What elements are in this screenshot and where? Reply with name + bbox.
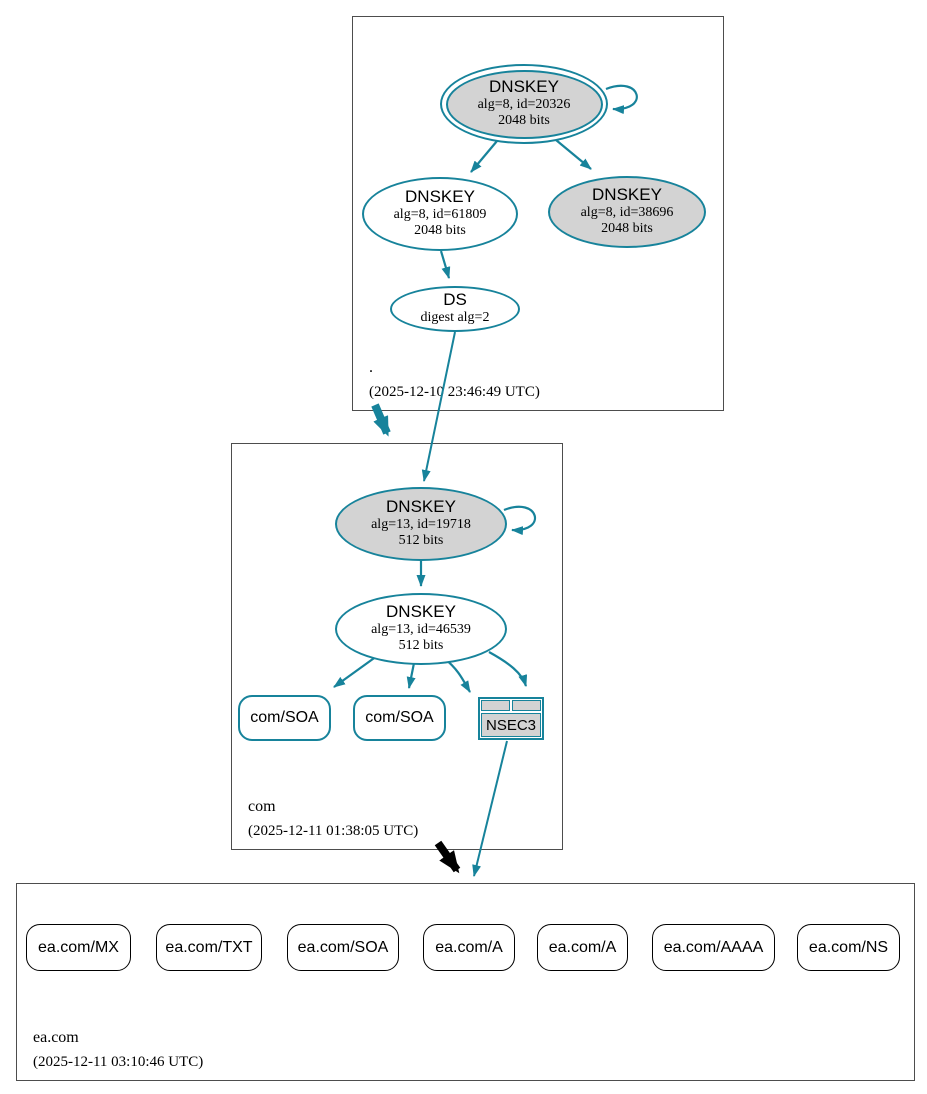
node-ea-com-aaaa[interactable]: ea.com/AAAA <box>652 924 775 971</box>
node-ea-com-a-1[interactable]: ea.com/A <box>423 924 515 971</box>
node-com-dnskey-zsk[interactable]: DNSKEY alg=13, id=46539 512 bits <box>335 593 507 665</box>
node-ea-com-a-2[interactable]: ea.com/A <box>537 924 628 971</box>
node-alg-id: alg=13, id=19718 <box>371 516 471 532</box>
zone-timestamp-ea-com: (2025-12-11 03:10:46 UTC) <box>33 1054 204 1070</box>
node-root-ds-body: DS digest alg=2 <box>392 288 518 330</box>
zone-box-com: com (2025-12-11 01:38:05 UTC) <box>231 443 563 850</box>
node-com-dnskey-ksk-body: DNSKEY alg=13, id=19718 512 bits <box>337 489 505 559</box>
node-label: ea.com/AAAA <box>663 938 764 956</box>
node-com-dnskey-zsk-body: DNSKEY alg=13, id=46539 512 bits <box>337 595 505 663</box>
node-label: ea.com/MX <box>38 938 119 956</box>
node-title: DS <box>443 290 467 310</box>
node-alg-id: alg=8, id=61809 <box>393 206 487 222</box>
node-alg-id: alg=8, id=20326 <box>477 96 571 112</box>
node-bits: 2048 bits <box>414 223 466 239</box>
node-root-ds[interactable]: DS digest alg=2 <box>390 286 520 332</box>
node-com-dnskey-ksk[interactable]: DNSKEY alg=13, id=19718 512 bits <box>335 487 507 561</box>
node-root-dnskey-zsk[interactable]: DNSKEY alg=8, id=61809 2048 bits <box>362 177 518 251</box>
zone-name-com: com <box>248 798 276 815</box>
nsec3-rrsig-cells <box>481 700 541 711</box>
node-bits: 512 bits <box>398 533 444 549</box>
node-com-nsec3[interactable]: NSEC3 <box>478 697 544 740</box>
node-com-soa-1[interactable]: com/SOA <box>238 695 331 741</box>
node-label: ea.com/SOA <box>297 938 389 956</box>
node-bits: 2048 bits <box>601 221 653 237</box>
node-bits: 512 bits <box>398 638 444 654</box>
zone-timestamp-root: (2025-12-10 23:46:49 UTC) <box>369 384 540 400</box>
nsec3-cell-left <box>481 700 510 711</box>
zone-timestamp-com: (2025-12-11 01:38:05 UTC) <box>248 823 419 839</box>
node-digest-alg: digest alg=2 <box>420 310 490 326</box>
node-com-soa-2[interactable]: com/SOA <box>353 695 446 741</box>
node-root-dnskey-zsk-body: DNSKEY alg=8, id=61809 2048 bits <box>364 179 516 249</box>
node-label: ea.com/NS <box>808 938 889 956</box>
node-title: DNSKEY <box>405 187 475 207</box>
node-root-dnskey-ksk2[interactable]: DNSKEY alg=8, id=38696 2048 bits <box>548 176 706 248</box>
node-title: DNSKEY <box>386 497 456 517</box>
node-ea-com-ns[interactable]: ea.com/NS <box>797 924 900 971</box>
zone-name-ea-com: ea.com <box>33 1029 79 1046</box>
node-label: ea.com/A <box>548 938 617 956</box>
node-alg-id: alg=8, id=38696 <box>580 204 674 220</box>
node-alg-id: alg=13, id=46539 <box>371 621 471 637</box>
node-ea-com-txt[interactable]: ea.com/TXT <box>156 924 262 971</box>
node-ea-com-mx[interactable]: ea.com/MX <box>26 924 131 971</box>
node-ea-com-soa[interactable]: ea.com/SOA <box>287 924 399 971</box>
node-label: NSEC3 <box>481 713 541 737</box>
nsec3-cell-right <box>512 700 541 711</box>
zone-box-ea-com: ea.com (2025-12-11 03:10:46 UTC) <box>16 883 915 1081</box>
node-label: com/SOA <box>250 709 319 726</box>
node-bits: 2048 bits <box>498 113 550 129</box>
node-title: DNSKEY <box>592 185 662 205</box>
node-label: ea.com/A <box>435 938 503 956</box>
node-title: DNSKEY <box>489 77 559 97</box>
node-root-dnskey-ksk2-body: DNSKEY alg=8, id=38696 2048 bits <box>550 178 704 246</box>
node-root-dnskey-ksk-body: DNSKEY alg=8, id=20326 2048 bits <box>445 69 603 139</box>
node-label: ea.com/TXT <box>165 938 253 956</box>
node-title: DNSKEY <box>386 602 456 622</box>
node-label: com/SOA <box>365 709 434 726</box>
node-root-dnskey-ksk[interactable]: DNSKEY alg=8, id=20326 2048 bits <box>440 64 608 144</box>
zone-name-root: . <box>369 359 373 376</box>
